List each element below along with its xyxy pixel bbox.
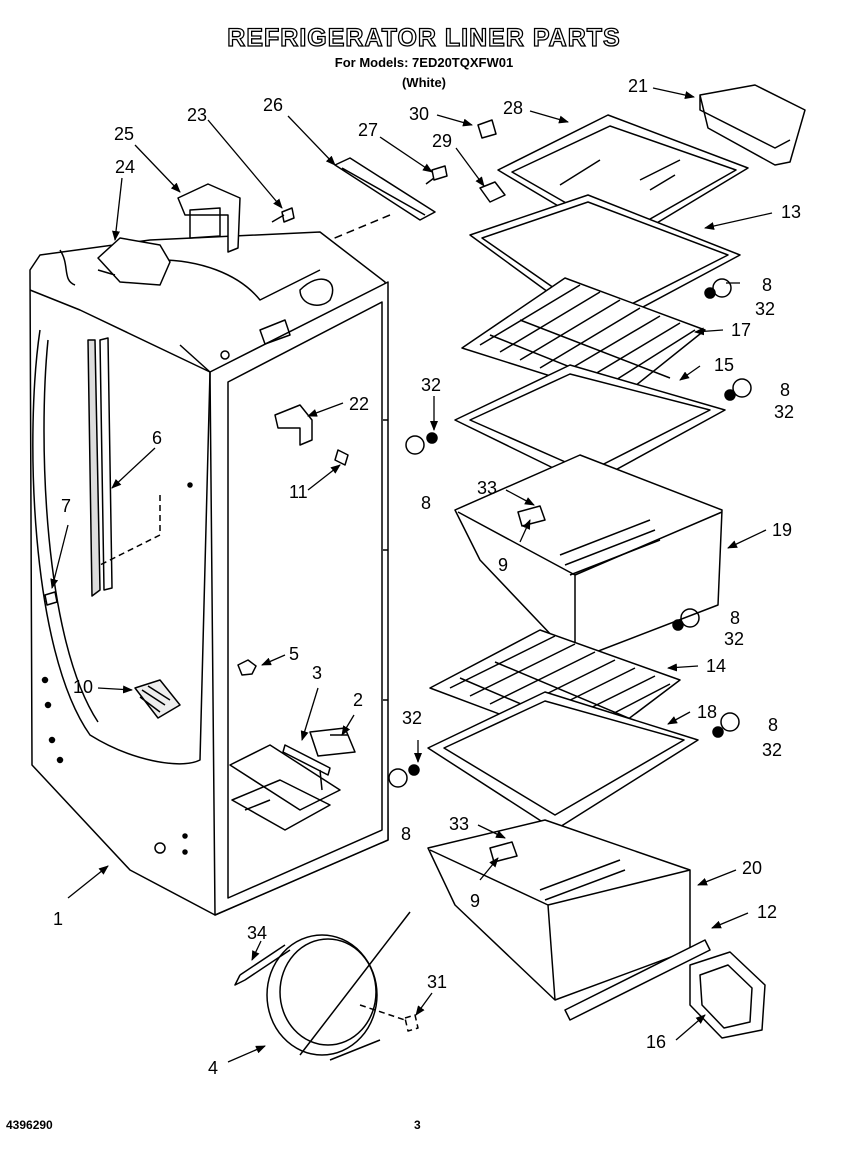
callout-30: 30 [409,104,429,124]
callout-13: 13 [781,202,801,222]
part-22-bracket [274,404,313,446]
part-3-strip [282,744,331,791]
callout-29: 29 [432,131,452,151]
callout-16: 16 [646,1032,666,1052]
callout-32: 32 [762,740,782,760]
part-29-trim [479,181,506,203]
callout-25: 25 [114,124,134,144]
callout-32: 32 [724,629,744,649]
part-12-trim-strip [564,939,711,1021]
part-4-wire-harness [266,911,411,1061]
part-21-door-bin [699,84,806,166]
callout-12: 12 [757,902,777,922]
callout-1: 1 [53,909,63,929]
liner-cabinet [29,231,389,916]
callout-17: 17 [731,320,751,340]
part-7-screw [44,591,58,606]
callout-4: 4 [208,1058,218,1078]
callout-33: 33 [449,814,469,834]
callout-18: 18 [697,702,717,722]
callout-3: 3 [312,663,322,683]
part-27-screw [425,165,448,185]
callout-9: 9 [470,891,480,911]
model-subtitle: For Models: 7ED20TQXFW01 [334,55,514,70]
callout-26: 26 [263,95,283,115]
part-30-clip [477,119,497,139]
callout-28: 28 [503,98,523,118]
callout-8: 8 [401,824,411,844]
callout-32: 32 [402,708,422,728]
callout-14: 14 [706,656,726,676]
callout-8: 8 [768,715,778,735]
part-16-label-frame [689,951,766,1039]
callout-23: 23 [187,105,207,125]
callout-22: 22 [349,394,369,414]
callout-8: 8 [780,380,790,400]
page-number: 3 [414,1118,421,1132]
part-34-cable-tie [234,944,291,986]
callout-8: 8 [762,275,772,295]
part-23-screw [271,207,295,223]
color-note: (White) [401,75,447,90]
callout-21: 21 [628,76,648,96]
callout-7: 7 [61,496,71,516]
part-15-crisper-frame [454,364,726,486]
part-24-control-housing [97,237,171,286]
part-18-crisper-frame [427,691,699,831]
callout-32: 32 [755,299,775,319]
part-25-bracket [177,183,241,253]
callout-20: 20 [742,858,762,878]
callout-24: 24 [115,157,135,177]
callout-34: 34 [247,923,267,943]
document-number: 4396290 [6,1118,53,1132]
part-10-grille [134,679,181,719]
part-5-nut [237,659,257,676]
callout-11: 11 [289,482,308,502]
part-8-32-hubs [388,278,752,788]
callout-8: 8 [421,493,431,513]
callout-32: 32 [774,402,794,422]
callout-6: 6 [152,428,162,448]
callout-27: 27 [358,120,378,140]
callout-2: 2 [353,690,363,710]
callout-15: 15 [714,355,734,375]
part-11-screw [334,449,349,466]
callout-33: 33 [477,478,497,498]
callout-32: 32 [421,375,441,395]
callout-8: 8 [730,608,740,628]
callout-31: 31 [427,972,447,992]
callout-19: 19 [772,520,792,540]
callout-9: 9 [498,555,508,575]
diagram-title: REFRIGERATOR LINER PARTS [227,23,621,52]
callout-10: 10 [73,677,93,697]
part-31-screw [359,1004,419,1032]
callout-5: 5 [289,644,299,664]
part-26-rail [334,157,436,221]
